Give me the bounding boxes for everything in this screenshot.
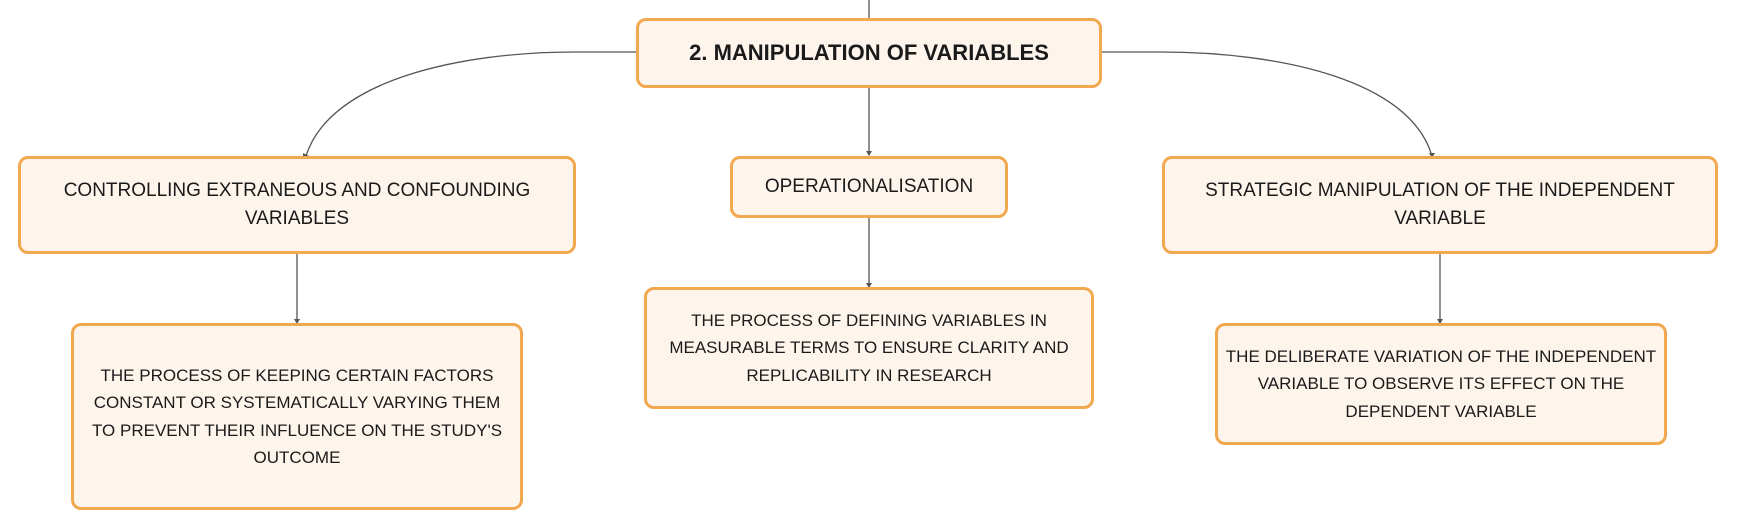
branch-strategic-label: STRATEGIC MANIPULATION OF THE INDEPENDEN… [1205,180,1675,229]
branch-strategic-node[interactable]: STRATEGIC MANIPULATION OF THE INDEPENDEN… [1162,156,1718,254]
root-node[interactable]: 2. MANIPULATION OF VARIABLES [636,18,1102,88]
root-label: 2. MANIPULATION OF VARIABLES [689,40,1049,66]
operationalisation-description-node[interactable]: THE PROCESS OF DEFINING VARIABLES IN MEA… [644,287,1094,409]
strategic-description-text: THE DELIBERATE VARIATION OF THE INDEPEND… [1225,347,1657,421]
strategic-description-node[interactable]: THE DELIBERATE VARIATION OF THE INDEPEND… [1215,323,1667,445]
operationalisation-description-text: THE PROCESS OF DEFINING VARIABLES IN MEA… [669,311,1069,385]
branch-controlling-label: CONTROLLING EXTRANEOUS AND CONFOUNDING V… [63,180,531,229]
branch-controlling-node[interactable]: CONTROLLING EXTRANEOUS AND CONFOUNDING V… [18,156,576,254]
controlling-description-node[interactable]: THE PROCESS OF KEEPING CERTAIN FACTORS C… [71,323,523,510]
branch-operationalisation-label: OPERATIONALISATION [764,176,974,198]
controlling-description-text: THE PROCESS OF KEEPING CERTAIN FACTORS C… [91,366,503,467]
branch-operationalisation-node[interactable]: OPERATIONALISATION [730,156,1008,218]
connector-root-to-strategic [1102,51,1433,157]
connector-root-to-controlling [305,51,636,157]
